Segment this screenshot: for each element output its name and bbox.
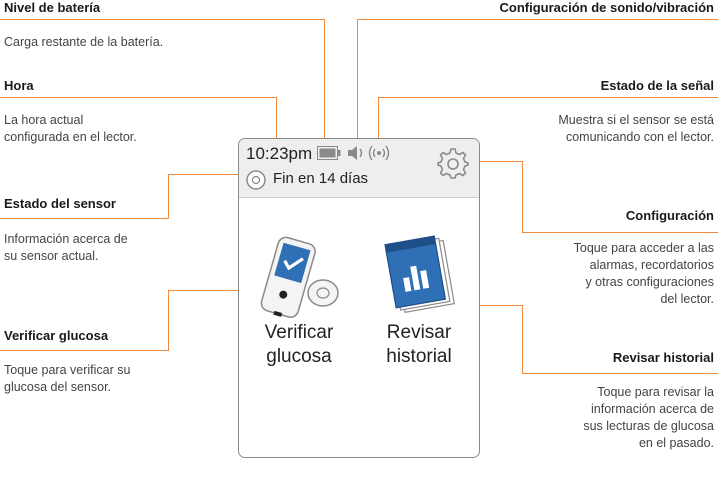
- gear-icon[interactable]: [437, 147, 469, 179]
- review-history-label-line1: Revisar: [386, 322, 452, 343]
- signal-callout-desc-line: comunicando con el lector.: [565, 130, 714, 144]
- battery-callout-title: Nivel de batería: [4, 0, 101, 15]
- sensor-status-text: Fin en 14 días: [273, 170, 369, 187]
- settings-callout-line-h2: [522, 232, 718, 233]
- review-history-label-line2: historial: [386, 346, 452, 367]
- signal-icon: [368, 145, 390, 161]
- check-glucose-callout-line-v: [168, 290, 169, 351]
- battery-callout-line-v: [324, 19, 325, 141]
- speaker-icon[interactable]: [347, 144, 367, 162]
- sensor-status-callout-title: Estado del sensor: [4, 196, 116, 211]
- check-glucose-label-line1: Verificar: [264, 322, 334, 343]
- history-callout-line-h2: [522, 373, 718, 374]
- battery-callout-line-h: [0, 19, 324, 20]
- battery-callout-desc: Carga restante de la batería.: [4, 35, 164, 49]
- clock-time: 10:23pm: [246, 144, 313, 163]
- signal-callout-title: Estado de la señal: [600, 78, 714, 93]
- sound-callout-line-h: [357, 19, 718, 20]
- review-history-label: Revisar historial: [359, 321, 479, 369]
- logbook-icon: [384, 235, 456, 314]
- check-glucose-callout-line-h2: [168, 290, 260, 291]
- check-glucose-callout-desc-line: glucosa del sensor.: [4, 380, 112, 394]
- sound-callout-title: Configuración de sonido/vibración: [499, 0, 714, 15]
- history-callout-desc-line: en el pasado.: [638, 436, 714, 450]
- history-callout-desc-line: sus lecturas de glucosa: [583, 419, 714, 433]
- history-callout-desc-line: Toque para revisar la: [597, 385, 714, 399]
- time-callout-line-v: [276, 97, 277, 141]
- time-callout-desc: La hora actual configurada en el lector.: [4, 112, 137, 146]
- history-callout-desc-line: información acerca de: [591, 402, 714, 416]
- sensor-icon: [246, 170, 266, 190]
- reader-screen: 10:23pm Fin en 14 días: [238, 138, 480, 458]
- settings-callout-desc-line: Toque para acceder a las: [573, 241, 714, 255]
- settings-callout-desc-line: y otras configuraciones: [585, 275, 714, 289]
- settings-callout-line-v: [522, 161, 523, 233]
- settings-callout-title: Configuración: [625, 208, 714, 223]
- history-callout-desc: Toque para revisar la información acerca…: [583, 384, 714, 452]
- time-callout-desc-line: La hora actual: [4, 113, 84, 127]
- sensor-status-callout-desc: Información acerca de su sensor actual.: [4, 231, 128, 265]
- history-callout-title: Revisar historial: [612, 350, 714, 365]
- review-history-button[interactable]: Revisar historial: [359, 199, 479, 455]
- signal-callout-desc-line: Muestra si el sensor se está: [558, 113, 714, 127]
- check-glucose-callout-line-h: [0, 350, 169, 351]
- battery-icon: [317, 146, 341, 160]
- history-callout-line-h: [458, 305, 523, 306]
- sensor-status-callout-line-h: [0, 218, 169, 219]
- settings-callout-desc-line: alarmas, recordatorios: [589, 258, 714, 272]
- history-callout-line-v: [522, 305, 523, 374]
- sensor-status-callout-desc-line: Información acerca de: [4, 232, 128, 246]
- check-glucose-callout-desc-line: Toque para verificar su: [4, 363, 131, 377]
- signal-callout-line-v: [378, 97, 379, 141]
- time-callout-line-h: [0, 97, 277, 98]
- status-header: 10:23pm Fin en 14 días: [239, 139, 479, 198]
- sensor-status-callout-line-v: [168, 174, 169, 219]
- check-glucose-button[interactable]: Verificar glucosa: [239, 199, 359, 455]
- signal-callout-line-h: [378, 97, 718, 98]
- time-callout-desc-line: configurada en el lector.: [4, 130, 137, 144]
- signal-callout-desc: Muestra si el sensor se está comunicando…: [558, 112, 714, 146]
- check-glucose-callout-desc: Toque para verificar su glucosa del sens…: [4, 362, 130, 396]
- check-glucose-label: Verificar glucosa: [239, 321, 359, 369]
- time-callout-title: Hora: [4, 78, 34, 93]
- settings-callout-desc: Toque para acceder a las alarmas, record…: [574, 240, 714, 308]
- sound-callout-line-v: [357, 19, 358, 141]
- sensor-status-callout-line-h2: [168, 174, 242, 175]
- settings-callout-desc-line: del lector.: [660, 292, 714, 306]
- settings-callout-line-h: [478, 161, 523, 162]
- sensor-status-callout-desc-line: su sensor actual.: [4, 249, 99, 263]
- reader-icon: [260, 236, 339, 318]
- check-glucose-callout-title: Verificar glucosa: [4, 328, 109, 343]
- check-glucose-label-line2: glucosa: [266, 346, 332, 367]
